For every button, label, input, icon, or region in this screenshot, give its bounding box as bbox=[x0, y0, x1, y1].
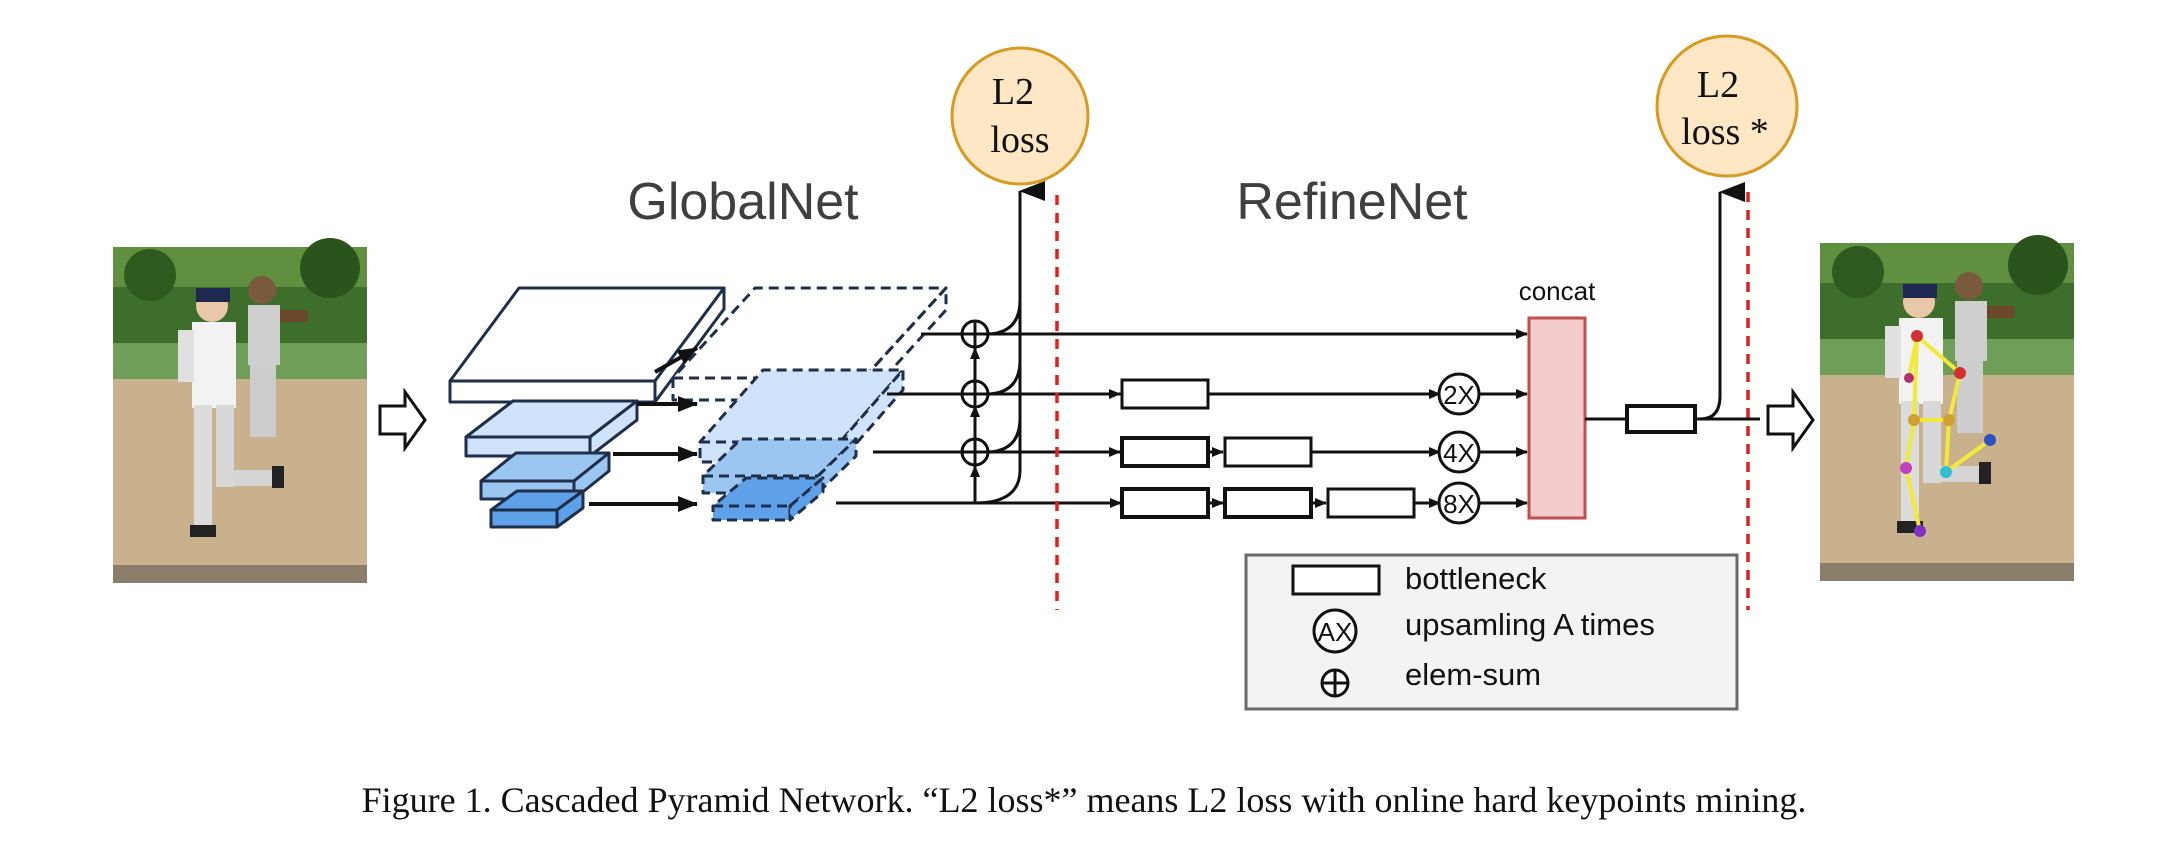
elem-sum-nodes bbox=[960, 319, 990, 467]
concat-label: concat bbox=[1519, 276, 1596, 306]
legend-bottleneck-icon bbox=[1291, 564, 1381, 596]
globalnet-title: GlobalNet bbox=[627, 173, 859, 231]
upsample-2x-icon bbox=[1437, 372, 1481, 416]
bottleneck-blocks bbox=[1120, 378, 1416, 519]
output-image bbox=[1820, 235, 2074, 581]
feature-connections bbox=[836, 181, 1528, 505]
bottleneck-block bbox=[1326, 487, 1416, 519]
figure-caption: Figure 1. Cascaded Pyramid Network. “L2 … bbox=[362, 780, 1807, 820]
stage-separators bbox=[1055, 192, 1750, 610]
upsample-8x-label: 8X bbox=[1443, 489, 1475, 519]
legend-upsample-label: upsamling A times bbox=[1405, 607, 1655, 642]
legend-bottleneck-label: bottleneck bbox=[1405, 561, 1547, 596]
upsample-4x-label: 4X bbox=[1443, 438, 1475, 468]
output-arrow-icon bbox=[1766, 387, 1815, 453]
keypoint-skeleton bbox=[1904, 334, 1992, 532]
bottleneck-block bbox=[1120, 436, 1210, 468]
legend-elem-sum-icon bbox=[1320, 668, 1350, 698]
bottleneck-block bbox=[1625, 404, 1697, 434]
l2-loss-star-node: L2 loss * bbox=[1655, 34, 1799, 178]
bottleneck-block bbox=[1120, 378, 1210, 410]
input-image bbox=[113, 238, 367, 583]
bottleneck-block bbox=[1120, 487, 1210, 519]
legend-elem-sum-label: elem-sum bbox=[1405, 657, 1541, 692]
bottleneck-block bbox=[1223, 436, 1313, 468]
lateral-arrows bbox=[589, 346, 698, 512]
l2-loss-node: L2 loss bbox=[950, 46, 1090, 186]
refine-output bbox=[1585, 182, 1760, 434]
input-arrow-icon bbox=[378, 387, 427, 453]
bottleneck-block bbox=[1223, 487, 1313, 519]
keypoint-markers bbox=[1900, 330, 1996, 537]
l2-loss-line1: L2 bbox=[992, 71, 1034, 113]
l2-loss-star-line1: L2 bbox=[1697, 64, 1739, 106]
elem-sum-icon bbox=[960, 319, 990, 349]
elem-sum-icon bbox=[960, 437, 990, 467]
legend-upsample-icon bbox=[1312, 608, 1358, 654]
refinenet-rows bbox=[1110, 389, 1528, 508]
globalnet-pyramid bbox=[448, 286, 726, 529]
upsample-4x-icon bbox=[1437, 430, 1481, 474]
l2-loss-line2: loss bbox=[990, 119, 1049, 161]
legend-upsample-symbol: AX bbox=[1318, 617, 1353, 647]
upsample-nodes: 2X 4X 8X bbox=[1437, 372, 1481, 525]
elem-sum-icon bbox=[960, 379, 990, 409]
l2-loss-star-line2: loss * bbox=[1681, 111, 1769, 153]
legend: bottleneck AX upsamling A times elem-sum bbox=[1244, 553, 1739, 711]
globalnet-feature-maps bbox=[671, 286, 948, 522]
upsample-2x-label: 2X bbox=[1443, 380, 1475, 410]
refinenet-title: RefineNet bbox=[1236, 173, 1468, 231]
upsample-8x-icon bbox=[1437, 481, 1481, 525]
concat-block bbox=[1527, 316, 1587, 520]
